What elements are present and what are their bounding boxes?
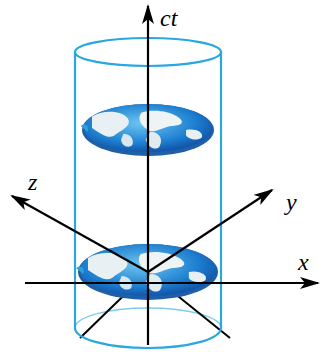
axis-label: y (286, 190, 297, 214)
axis-label: z (28, 170, 37, 194)
axis-label: ct (160, 6, 177, 30)
axis-label: x (298, 250, 309, 274)
